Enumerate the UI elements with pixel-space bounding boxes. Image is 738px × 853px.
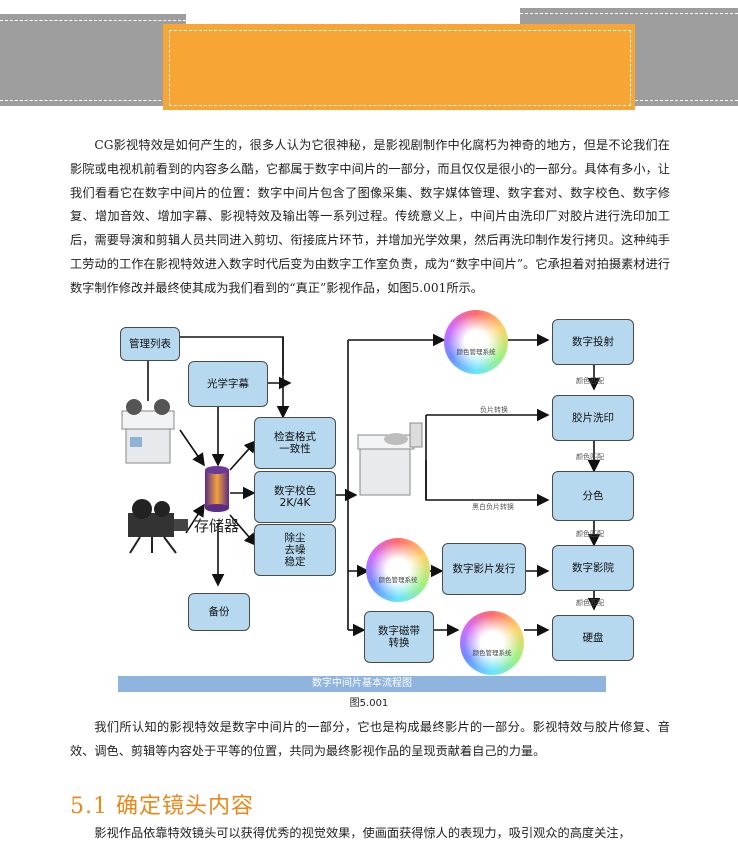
label-color-match: 颜色匹配 (576, 453, 604, 461)
box-color-separation: 分色 (552, 471, 634, 521)
intro-paragraph: CG影视特效是如何产生的，很多人认为它很神秘，是影视剧制作中化腐朽为神奇的地方，… (70, 138, 670, 295)
storage-label: 存储器 (194, 517, 240, 535)
label-color-match: 颜色匹配 (576, 599, 604, 607)
film-camera-illustration (128, 499, 188, 554)
section-paragraph: 影视作品依靠特效镜头可以获得优秀的视觉效果，使画面获得惊人的表现力，吸引观众的高… (94, 826, 631, 840)
box-management-list: 管理列表 (120, 327, 180, 361)
film-scanner-machine-illustration (121, 399, 175, 464)
box-digital-tape: 数字磁带 转换 (364, 611, 434, 663)
flow-diagram: 管理列表 光学字幕 检查格式 一致性 数字校色 2K/4K 除尘 去噪 稳定 备… (108, 305, 634, 700)
storage-cylinder-icon (205, 466, 229, 512)
color-management-wheel: 颜色管理系统 (444, 310, 508, 374)
header-orange-dash-frame (169, 30, 631, 106)
flow-connectors (147, 333, 601, 637)
film-printer-machine-illustration (357, 422, 423, 496)
figure-caption-bar: 数字中间片基本流程图 (118, 676, 606, 692)
label-color-match: 颜色匹配 (576, 377, 604, 385)
figure-label: 图5.001 (349, 698, 389, 709)
header-gray-band-left (0, 14, 186, 106)
header-dash-line (0, 20, 186, 21)
header-dash-line (520, 13, 738, 14)
section-title: 5.1 确定镜头内容 (70, 794, 254, 819)
header-orange-banner (163, 24, 635, 110)
box-backup: 备份 (188, 593, 250, 631)
color-management-wheel: 颜色管理系统 (460, 611, 524, 675)
box-digital-film-release: 数字影片发行 (442, 543, 526, 595)
box-dust-removal: 除尘 去噪 稳定 (254, 524, 336, 576)
header-dash-line (0, 100, 186, 101)
box-film-print: 胶片洗印 (552, 395, 634, 441)
box-digital-projection: 数字投射 (552, 319, 634, 365)
label-bw-negative-conversion: 黑白负片转换 (472, 503, 514, 511)
label-negative-conversion: 负片转换 (480, 406, 508, 414)
box-digital-grading: 数字校色 2K/4K (254, 471, 336, 523)
outro-paragraph: 我们所认知的影视特效是数字中间片的一部分，它也是构成最终影片的一部分。影视特效与… (70, 720, 670, 758)
box-digital-cinema: 数字影院 (552, 545, 634, 591)
box-hard-disk: 硬盘 (552, 615, 634, 661)
label-color-match: 颜色匹配 (576, 530, 604, 538)
color-management-wheel: 颜色管理系统 (366, 538, 430, 602)
box-check-format: 检查格式 一致性 (254, 417, 336, 469)
box-optical-subtitle: 光学字幕 (188, 361, 268, 407)
